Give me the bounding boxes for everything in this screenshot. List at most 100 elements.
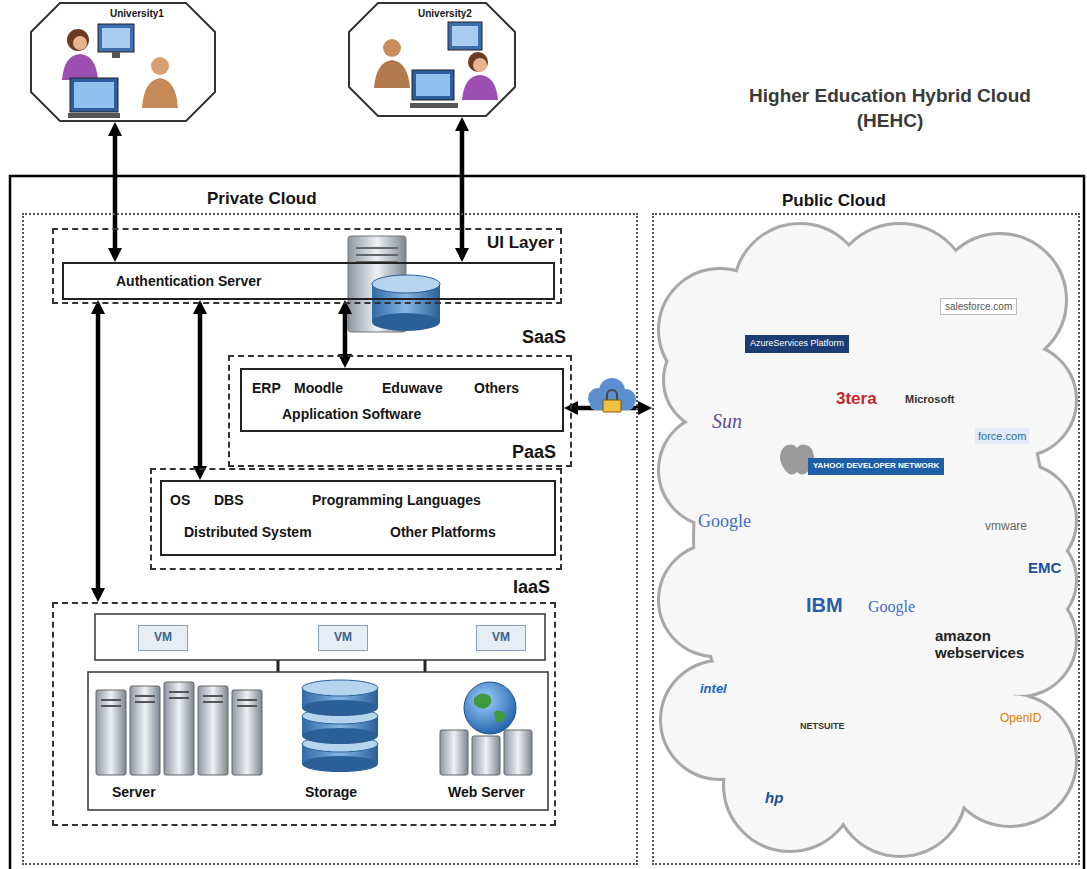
platform-box: OSDBSProgramming LanguagesDistributed Sy… xyxy=(160,480,556,556)
vm-box: VM xyxy=(476,625,526,651)
component-label: Server xyxy=(112,785,156,800)
box-label: Authentication Server xyxy=(116,273,261,289)
vendor-logo: salesforce.com xyxy=(940,298,1017,315)
web-server-icon xyxy=(472,736,500,775)
outer-frame xyxy=(10,176,1084,869)
vendor-logo: Sun xyxy=(712,410,742,432)
people-at-computers xyxy=(473,58,487,72)
university-site: University1 xyxy=(30,2,216,122)
storage-icon xyxy=(302,680,378,696)
vendor-logo: intel xyxy=(700,682,727,696)
server-icon xyxy=(348,236,440,332)
storage-icon xyxy=(302,680,378,772)
people-at-computers xyxy=(68,113,120,118)
cloud-shape xyxy=(660,225,1075,855)
people-at-computers xyxy=(448,22,482,50)
service-name: Others xyxy=(474,380,519,396)
vendor-logo: amazon webservices xyxy=(935,628,1030,661)
vm-label: VM xyxy=(319,631,367,645)
storage-icon xyxy=(302,728,378,744)
octagon-outline xyxy=(349,3,515,116)
people-at-computers xyxy=(67,29,89,51)
vendor-logo: force.com xyxy=(975,428,1029,444)
people-at-computers xyxy=(412,70,454,100)
people-at-computers xyxy=(452,26,478,46)
people-at-computers xyxy=(98,24,134,52)
people-at-computers xyxy=(462,75,498,100)
service-box: ERP Moodle Eduwave OthersApplication Softwa… xyxy=(240,368,564,432)
cloud-shape xyxy=(695,270,1045,810)
server-rack xyxy=(164,682,194,775)
vendor-logo: IBM xyxy=(806,594,843,616)
vendor-logo: vmware xyxy=(985,520,1027,533)
connector-arrow xyxy=(198,305,203,475)
cloud-lock-icon xyxy=(603,400,621,412)
vendor-logo: 3tera xyxy=(836,390,877,409)
people-at-computers xyxy=(74,82,114,108)
vendor-logo: AzureServices Platform xyxy=(745,335,849,353)
platform-name: Other Platforms xyxy=(390,524,496,540)
people-at-computers xyxy=(70,78,118,112)
layer-region: UI LayerAuthentication Server xyxy=(52,228,562,304)
layer-heading: PaaS xyxy=(512,442,556,463)
component-label: Web Server xyxy=(448,785,525,800)
vendor-logo: Google xyxy=(868,598,915,616)
octagon-outline xyxy=(31,3,215,121)
vendor-logo: EMC xyxy=(1028,560,1061,577)
server-rack xyxy=(232,690,262,775)
server-icon xyxy=(356,254,398,256)
server-rack xyxy=(96,690,126,775)
vm-box: VM xyxy=(318,625,368,651)
people-at-computers xyxy=(62,22,498,118)
server-icon xyxy=(372,313,440,331)
university-site: University2 xyxy=(348,2,516,117)
people-at-computers xyxy=(410,103,458,108)
platform-name: Distributed System xyxy=(184,524,312,540)
site-name: University2 xyxy=(418,8,472,20)
region-heading: Public Cloud xyxy=(782,191,886,211)
cloud-lock-icon xyxy=(607,390,617,400)
layer-region: PaaSOSDBSProgramming LanguagesDistribute… xyxy=(150,468,562,570)
service-name: ERP xyxy=(252,380,281,396)
vendor-logo: Microsoft xyxy=(905,393,955,405)
service-name: Eduwave xyxy=(382,380,443,396)
server-box: Authentication Server xyxy=(62,262,555,300)
octagon-outline xyxy=(30,2,216,122)
outer-frame xyxy=(10,176,1084,869)
cloud-region: Private CloudUI LayerAuthentication Serv… xyxy=(22,213,638,865)
diagram-title: Higher Education Hybrid Cloud (HEHC) xyxy=(730,84,1050,133)
vm-label: VM xyxy=(139,631,187,645)
cloud-shape xyxy=(660,225,1075,855)
octagon-outline xyxy=(348,2,516,117)
server-rack xyxy=(101,692,257,706)
platform-name: DBS xyxy=(214,492,244,508)
region-heading: Private Cloud xyxy=(207,189,317,209)
people-at-computers xyxy=(416,74,450,96)
people-at-computers xyxy=(73,36,87,50)
vendor-logo: OpenID xyxy=(1000,712,1041,725)
service-name: Application Software xyxy=(282,406,421,422)
service-name: Moodle xyxy=(294,380,343,396)
people-at-computers xyxy=(62,54,98,80)
platform-name: Programming Languages xyxy=(312,492,481,508)
people-at-computers xyxy=(374,60,410,88)
web-server-icon xyxy=(440,682,532,775)
server-rack xyxy=(96,682,262,775)
server-rack xyxy=(130,686,160,775)
people-at-computers xyxy=(383,39,401,57)
cloud-shape xyxy=(695,270,1045,810)
web-server-icon xyxy=(464,682,516,734)
server-icon xyxy=(372,275,440,293)
storage-icon xyxy=(302,756,378,772)
site-name: University1 xyxy=(110,8,164,20)
server-icon xyxy=(356,247,398,249)
web-server-icon xyxy=(440,730,468,775)
vm-bar xyxy=(88,672,548,810)
vendor-logo: Google xyxy=(698,512,751,532)
people-at-computers xyxy=(112,52,120,58)
connector-arrow xyxy=(460,122,465,257)
